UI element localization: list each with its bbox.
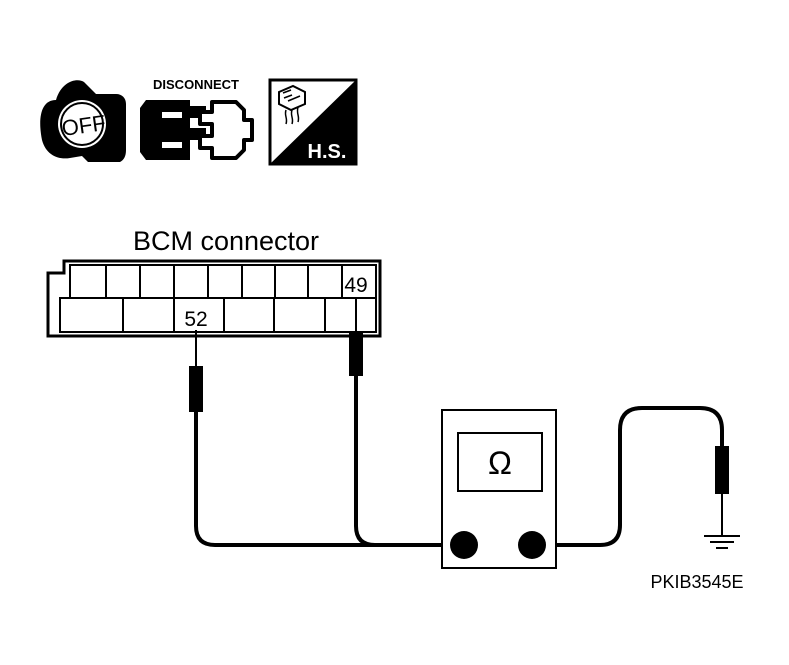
disconnect-label: DISCONNECT (153, 77, 239, 92)
bcm-connector-title: BCM connector (133, 226, 319, 256)
disconnect-icon: DISCONNECT (140, 77, 254, 160)
bcm-connector (46, 259, 382, 338)
probe-pin-49 (349, 298, 363, 376)
harness-side-label: H.S. (308, 141, 347, 163)
test-leads (194, 376, 724, 547)
harness-side-icon: H.S. (268, 78, 358, 166)
pin-49-label: 49 (344, 274, 367, 297)
figure-code: PKIB3545E (650, 572, 743, 592)
ohm-symbol: Ω (488, 445, 512, 481)
ground-symbol (704, 535, 740, 549)
ignition-off-label: OFF (60, 110, 107, 141)
meter-terminal-left (450, 531, 478, 559)
ohmmeter: Ω (441, 409, 557, 569)
probe-ground (715, 446, 729, 536)
probe-pin-52 (189, 330, 203, 412)
ignition-off-icon: OFF (40, 80, 126, 162)
meter-terminal-right (518, 531, 546, 559)
pin-52-label: 52 (184, 308, 207, 331)
